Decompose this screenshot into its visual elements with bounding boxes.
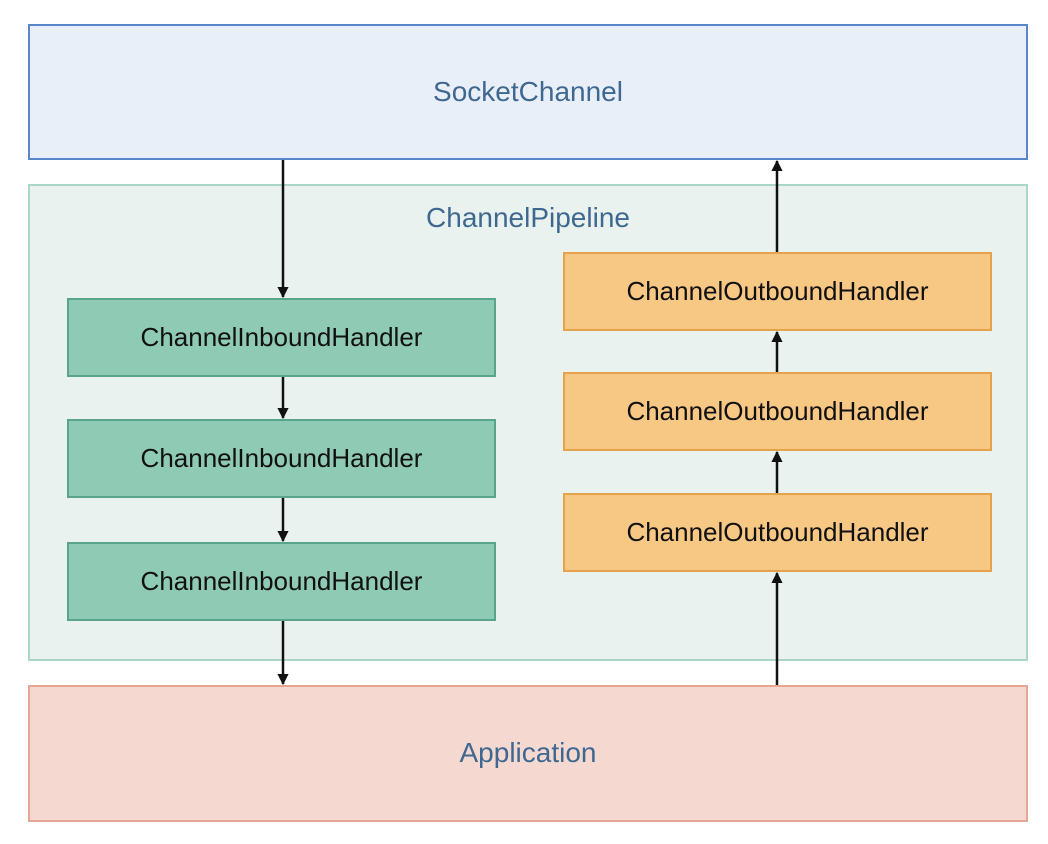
inbound-handler-label: ChannelInboundHandler <box>140 443 423 473</box>
outbound-handler-label: ChannelOutboundHandler <box>626 276 929 306</box>
inbound-handler-3: ChannelInboundHandler <box>67 542 496 621</box>
outbound-handler-label: ChannelOutboundHandler <box>626 517 929 547</box>
channel-pipeline-label: ChannelPipeline <box>426 202 630 233</box>
inbound-handler-label: ChannelInboundHandler <box>140 566 423 596</box>
socket-channel-box: SocketChannel <box>28 24 1028 160</box>
outbound-handler-label: ChannelOutboundHandler <box>626 396 929 426</box>
inbound-handler-label: ChannelInboundHandler <box>140 322 423 352</box>
application-label: Application <box>459 737 597 768</box>
outbound-handler-2: ChannelOutboundHandler <box>563 372 992 451</box>
outbound-handler-3: ChannelOutboundHandler <box>563 493 992 572</box>
application-box: Application <box>28 685 1028 822</box>
outbound-handler-1: ChannelOutboundHandler <box>563 252 992 331</box>
socket-channel-label: SocketChannel <box>433 76 623 107</box>
inbound-handler-1: ChannelInboundHandler <box>67 298 496 377</box>
inbound-handler-2: ChannelInboundHandler <box>67 419 496 498</box>
